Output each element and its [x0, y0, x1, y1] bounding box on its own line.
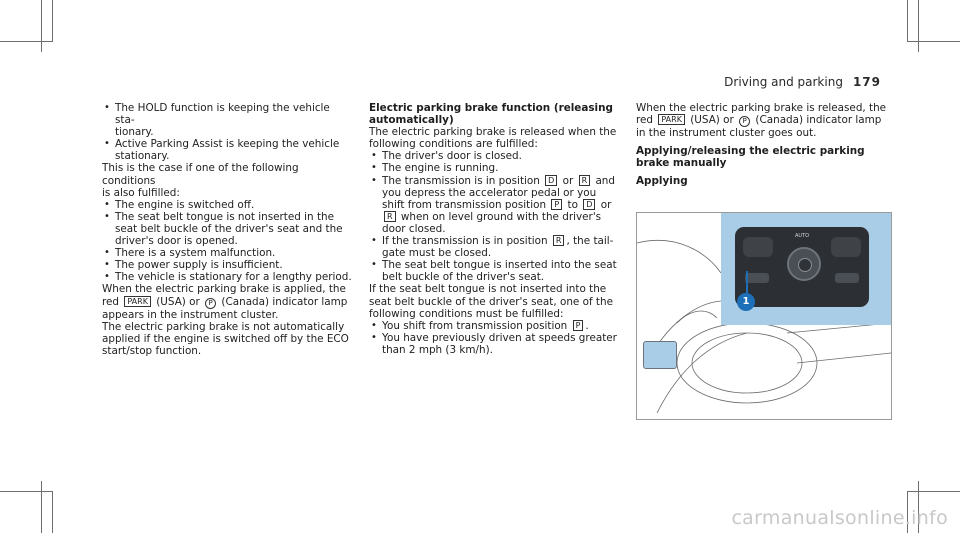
column-1: The HOLD function is keeping the vehicle…	[102, 102, 352, 357]
section-heading: Electric parking brake function (releasi…	[369, 102, 613, 127]
light-switch-knob[interactable]	[787, 247, 821, 281]
list-item: The driver's door is closed.	[369, 150, 624, 162]
crop-mark	[41, 481, 42, 533]
crop-mark	[0, 491, 52, 492]
light-switch-panel: AUTO	[735, 227, 869, 307]
text: (USA) or	[152, 295, 200, 308]
paragraph: When the electric parking brake is relea…	[636, 102, 894, 139]
sub-heading: Applying	[636, 175, 688, 188]
text: , the tail- gate must be closed.	[382, 235, 614, 260]
paragraph: This is the case if one of the following…	[102, 162, 299, 199]
list-item: The power supply is insufficient.	[102, 259, 352, 271]
gear-p-icon: P	[572, 319, 584, 331]
parking-brake-indicator-icon: P	[739, 116, 751, 128]
text: when on level ground with the driver's d…	[382, 210, 602, 235]
crop-mark	[908, 491, 960, 492]
crop-mark	[907, 491, 908, 533]
text: and you depress the accelerator pedal or…	[382, 174, 615, 211]
text: (USA) or	[686, 114, 734, 127]
text: The transmission is in position	[382, 174, 540, 187]
list-item: The seat belt tongue is not inserted in …	[102, 211, 352, 247]
park-indicator-icon: PARK	[658, 114, 685, 126]
auto-label: AUTO	[795, 233, 810, 239]
crop-mark	[52, 491, 53, 533]
running-header: Driving and parking 179	[724, 75, 881, 89]
list-item: Active Parking Assist is keeping the veh…	[102, 138, 352, 162]
paragraph: When the electric parking brake is appli…	[102, 283, 352, 320]
gear-d-icon: D	[545, 174, 558, 186]
list-item: If the transmission is in position R, th…	[369, 235, 624, 259]
gear-r-icon: R	[552, 235, 565, 247]
crop-mark	[908, 41, 960, 42]
gear-d-icon: D	[583, 198, 596, 210]
list-item: The HOLD function is keeping the vehicle…	[102, 102, 352, 138]
text: When the electric parking brake is appli…	[102, 283, 346, 308]
parking-brake-figure: AUTO 1	[636, 212, 892, 420]
list-item: The seat belt tongue is inserted into th…	[369, 259, 624, 283]
column-2: Electric parking brake function (releasi…	[369, 102, 624, 356]
small-detail-box	[643, 341, 677, 369]
gear-r-icon: R	[384, 210, 396, 222]
list-item: The engine is running.	[369, 162, 624, 174]
list-item: The transmission is in position D or R a…	[369, 174, 624, 235]
park-indicator-icon: PARK	[124, 295, 151, 307]
callout-line	[746, 271, 748, 293]
crop-mark	[918, 0, 919, 52]
watermark: carmanualsonline.info	[731, 507, 948, 529]
gear-p-icon: P	[551, 198, 563, 210]
crop-mark	[52, 0, 53, 42]
parking-brake-indicator-icon: P	[205, 297, 217, 309]
text: When the electric parking brake is relea…	[636, 102, 887, 127]
fog-light-button[interactable]	[831, 237, 861, 257]
page-number: 179	[852, 75, 881, 89]
list-item: There is a system malfunction.	[102, 247, 352, 259]
paragraph: The electric parking brake is not automa…	[102, 320, 349, 357]
rear-fog-switch[interactable]	[835, 273, 859, 283]
control-panel-inset: AUTO 1	[721, 213, 891, 325]
crop-mark	[0, 41, 52, 42]
text: to	[564, 198, 578, 211]
gear-r-icon: R	[578, 174, 591, 186]
text: (Canada) indicator lamp appears in the i…	[102, 295, 348, 321]
column-3: When the electric parking brake is relea…	[636, 102, 894, 187]
text: (Canada) indicator lamp in the instrumen…	[636, 114, 882, 140]
callout-marker: 1	[737, 293, 755, 311]
list-item: The vehicle is stationary for a lengthy …	[102, 271, 352, 283]
section-heading: Applying/releasing the electric parking …	[636, 145, 865, 170]
paragraph: If the seat belt tongue is not inserted …	[369, 283, 613, 320]
crop-mark	[41, 0, 42, 52]
crop-mark	[907, 0, 908, 42]
parking-brake-switch[interactable]	[745, 273, 769, 283]
paragraph: The electric parking brake is released w…	[369, 126, 617, 151]
text: .	[585, 319, 589, 332]
list-item: You have previously driven at speeds gre…	[369, 332, 624, 356]
crop-mark	[918, 481, 919, 533]
list-item: The engine is switched off.	[102, 199, 352, 211]
text: or	[559, 174, 574, 187]
section-title: Driving and parking	[724, 75, 843, 89]
list-item: You shift from transmission position P.	[369, 319, 624, 332]
knob-center	[798, 258, 812, 272]
parking-brake-button[interactable]	[743, 237, 773, 257]
text: If the transmission is in position	[382, 235, 548, 248]
text: or	[597, 198, 612, 211]
text: You shift from transmission position	[382, 319, 568, 332]
